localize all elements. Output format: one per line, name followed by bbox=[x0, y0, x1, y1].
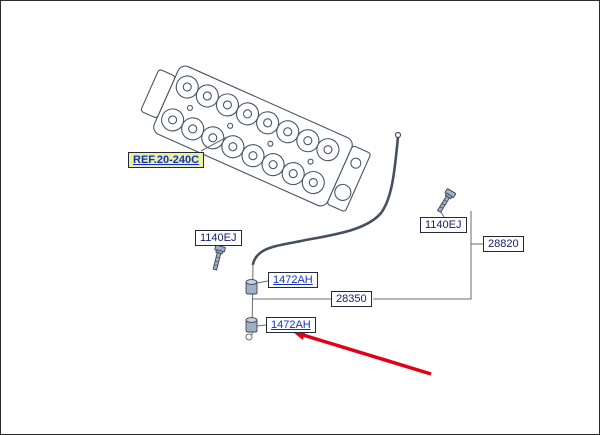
part-label-28350: 28350 bbox=[331, 291, 372, 307]
engine-assembly-drawing bbox=[140, 65, 371, 212]
part-label-1140ej-left: 1140EJ bbox=[195, 230, 242, 246]
part-label-1472ah-upper[interactable]: 1472AH bbox=[268, 272, 318, 288]
part-label-1472ah-lower[interactable]: 1472AH bbox=[266, 317, 316, 333]
grommet-icon bbox=[245, 279, 258, 295]
fuel-tube-drawing bbox=[251, 131, 402, 266]
part-label-1140ej-right: 1140EJ bbox=[420, 217, 467, 233]
red-arrow bbox=[293, 330, 432, 376]
part-label-28820: 28820 bbox=[483, 236, 524, 252]
part-label-ref-20-240c[interactable]: REF.20-240C bbox=[128, 152, 205, 168]
bolt-icon bbox=[212, 244, 226, 271]
grommet-icon bbox=[245, 317, 258, 333]
bolt-icon bbox=[436, 188, 457, 213]
